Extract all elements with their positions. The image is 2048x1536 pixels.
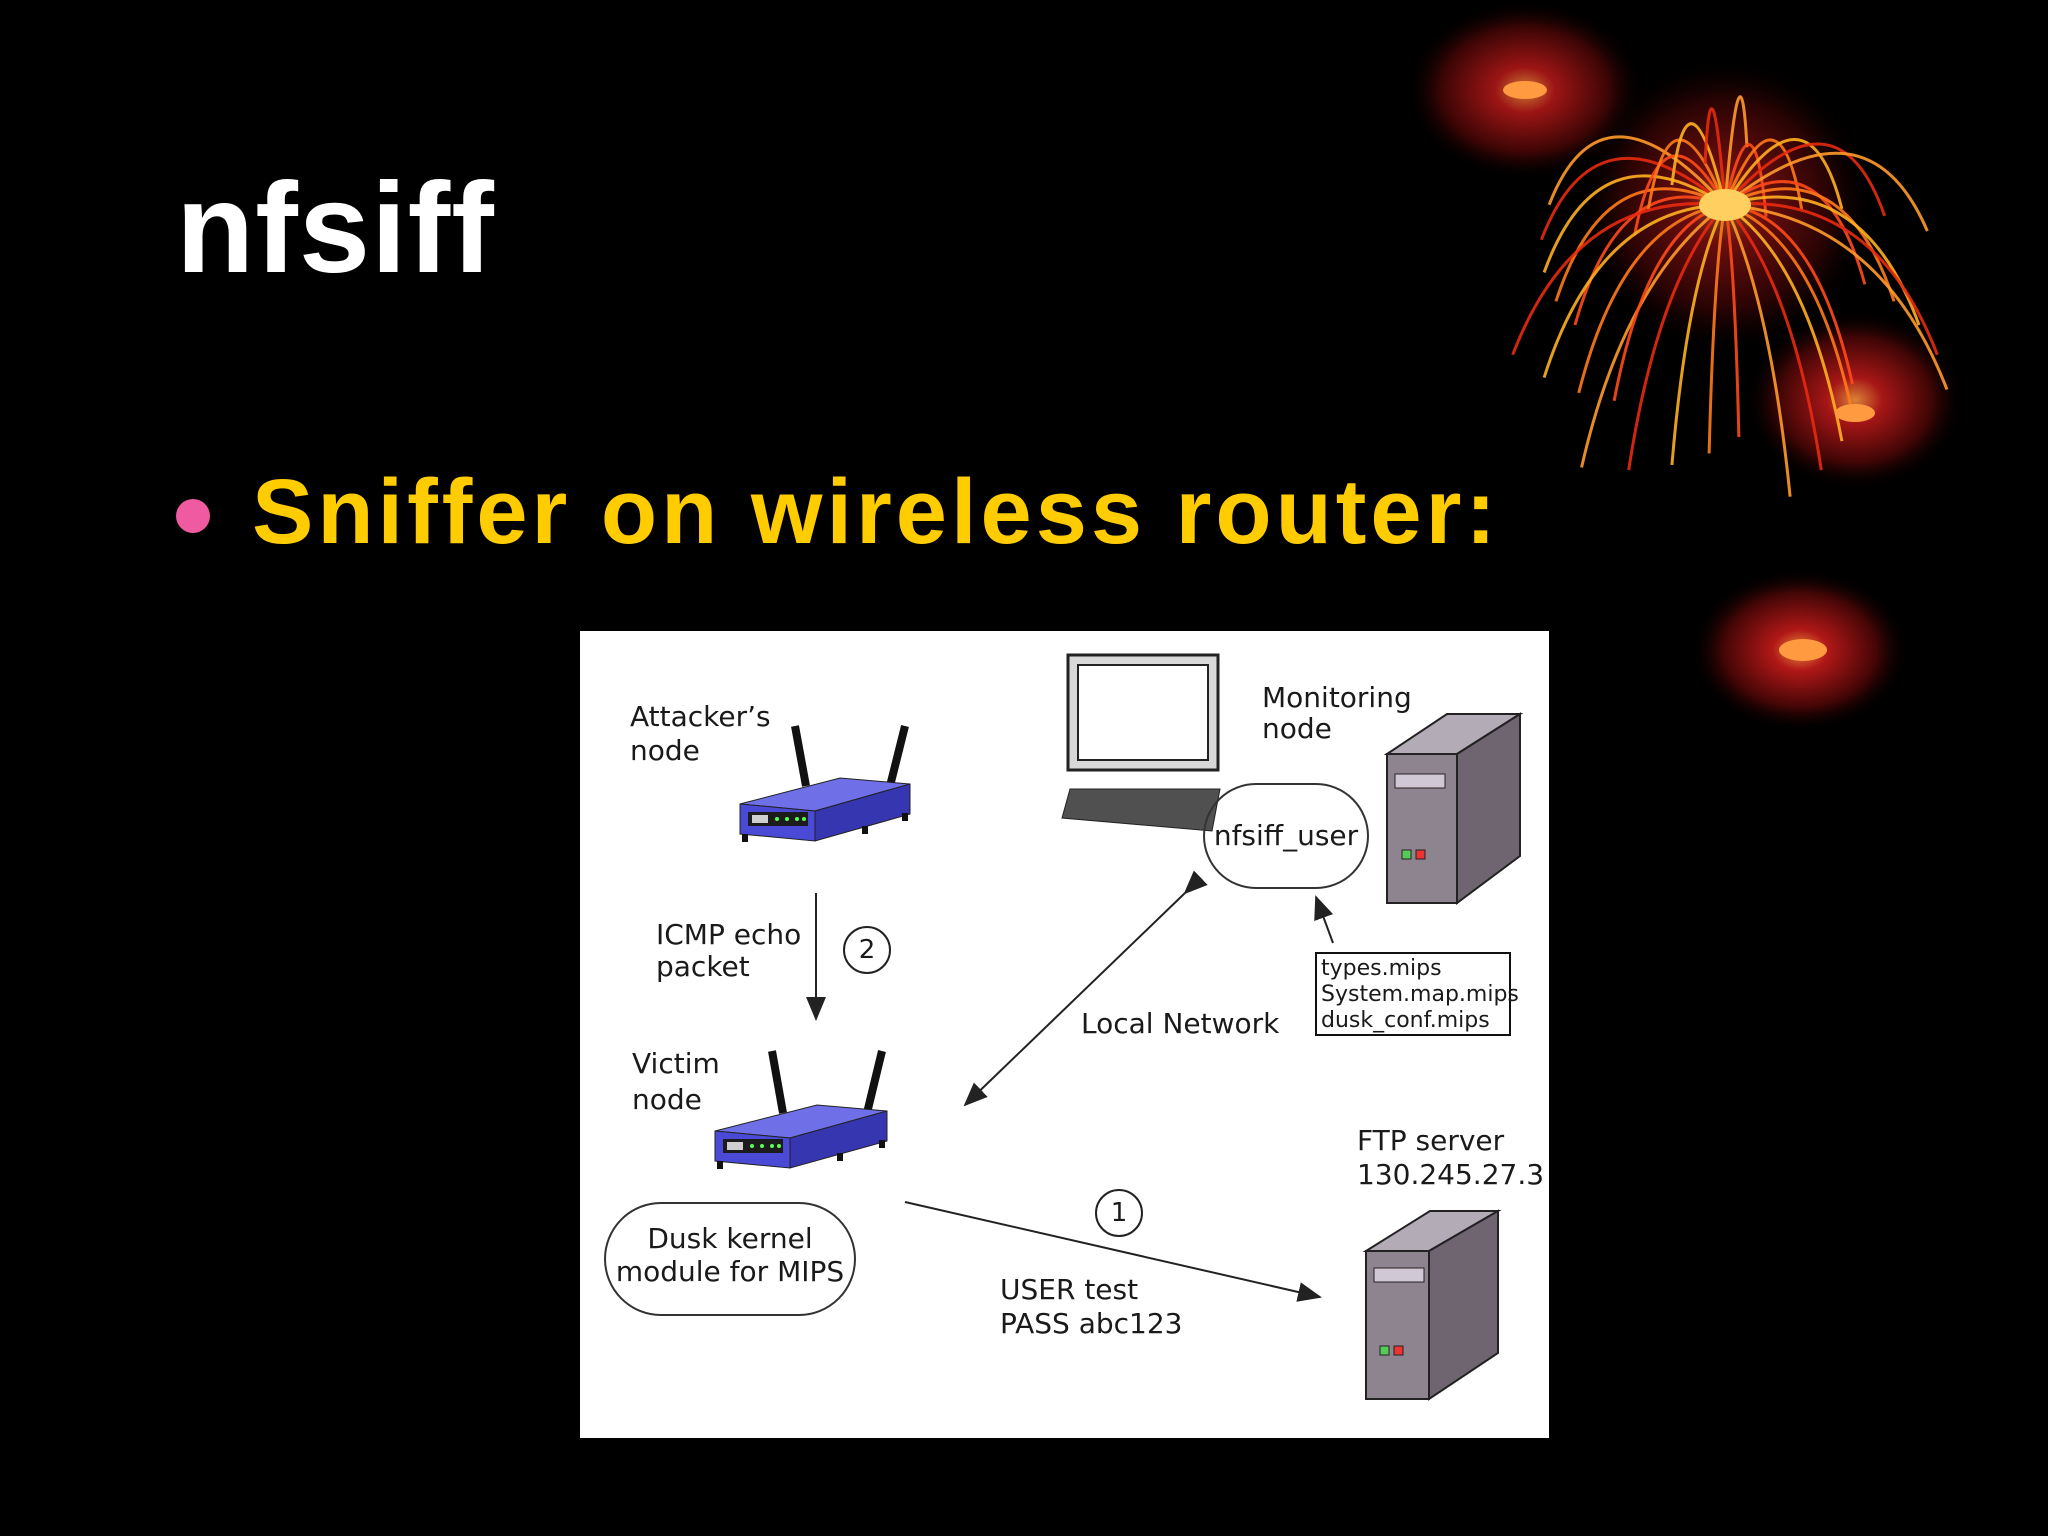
attacker-label-line1: Attacker’s — [630, 700, 771, 733]
victim-label-line1: Victim — [632, 1047, 720, 1080]
monitor-icon — [1066, 653, 1220, 772]
credentials-line2: PASS abc123 — [1000, 1307, 1183, 1340]
ftp-label-line2: 130.245.27.3 — [1357, 1158, 1545, 1191]
dusk-label-line2: module for MIPS — [615, 1255, 845, 1288]
step-2-badge: 2 — [843, 926, 891, 974]
monitoring-label-line2: node — [1262, 712, 1332, 745]
step-1-badge: 1 — [1095, 1189, 1143, 1237]
mips-files-box: types.mips System.map.mips dusk_conf.mip… — [1315, 952, 1519, 1036]
attacker-label-line2: node — [630, 734, 700, 767]
network-diagram: Attacker’s node ICMP echo packet 2 Victi… — [580, 631, 1549, 1438]
files-arrow — [1314, 895, 1334, 944]
bullet-text: Sniffer on wireless router: — [252, 461, 1501, 563]
slide-title: nfsiff — [176, 157, 495, 300]
credentials-line1: USER test — [1000, 1273, 1139, 1306]
victim-label-line2: node — [632, 1083, 702, 1116]
monitoring-server-icon — [1383, 712, 1524, 905]
dusk-label-line1: Dusk kernel — [647, 1222, 813, 1255]
nfsiff-user-label: nfsiff_user — [1213, 819, 1359, 852]
fireworks-icon — [1405, 0, 1965, 732]
file-system-map: System.map.mips — [1321, 982, 1519, 1007]
diagram-graphics — [714, 653, 1524, 1401]
keyboard-icon — [1061, 788, 1221, 832]
dusk-module-oval — [604, 1202, 856, 1316]
nfsiff-user-oval — [1203, 783, 1369, 889]
file-types: types.mips — [1321, 956, 1442, 981]
attacker-router-icon — [739, 725, 911, 842]
local-network-label: Local Network — [1081, 1007, 1280, 1040]
file-dusk-conf: dusk_conf.mips — [1321, 1008, 1490, 1033]
ftp-label-line1: FTP server — [1357, 1124, 1505, 1157]
monitoring-label-line1: Monitoring — [1262, 681, 1412, 714]
icmp-label-line1: ICMP echo — [656, 918, 802, 951]
ftp-server-icon — [1362, 1209, 1502, 1401]
icmp-label-line2: packet — [656, 950, 750, 983]
victim-router-icon — [714, 1050, 888, 1169]
ftp-credentials-arrow — [904, 1201, 1322, 1302]
bullet-marker — [176, 499, 210, 533]
local-network-arrow — [963, 870, 1208, 1107]
